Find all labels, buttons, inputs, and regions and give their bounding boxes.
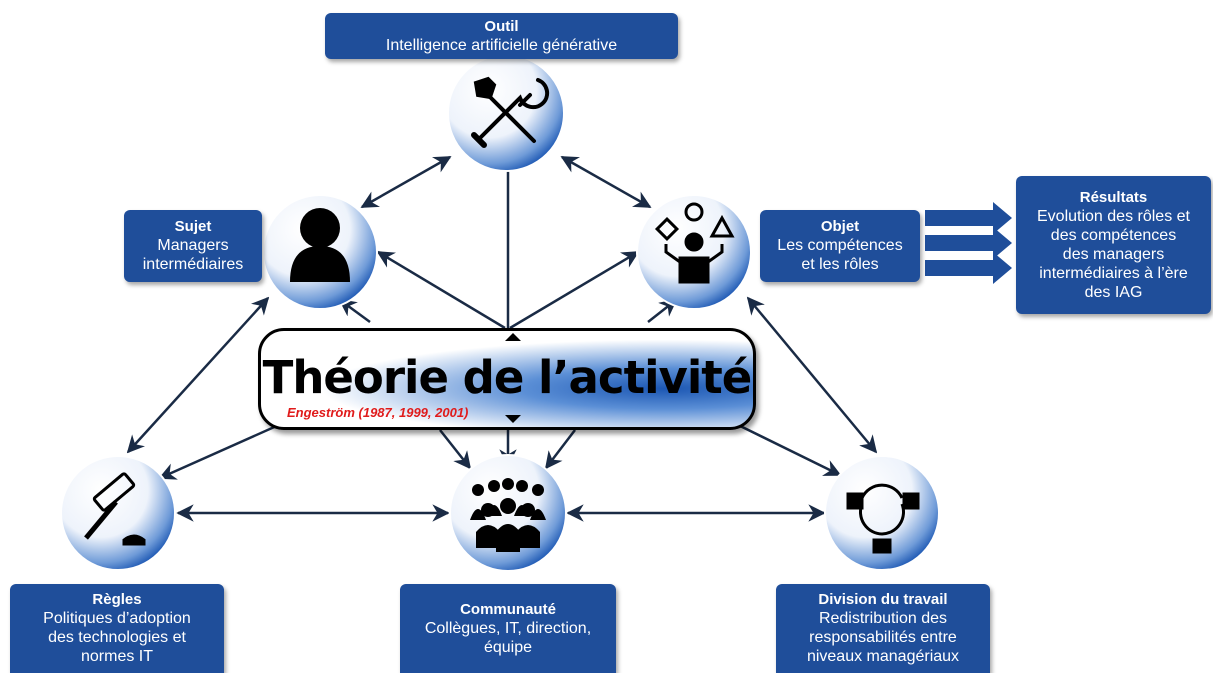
arrow-center-regles [158,418,291,480]
sujet-line-2: intermédiaires [142,256,244,273]
title-box: Théorie de l’activité Engeström (1987, 1… [258,328,756,430]
juggler-icon [654,202,735,284]
diagram-title: Théorie de l’activité [262,351,753,404]
division-line-2: responsabilités entre [809,629,957,646]
resultats-title: Résultats [1079,188,1148,206]
resultats-line-1: Evolution des rôles et [1037,207,1190,225]
arrow-center-objet [509,250,640,330]
sujet-box: Sujet Managers intermédiaires [124,210,262,282]
communaute-line-2: équipe [483,638,533,656]
arrow-outil-objet [560,155,652,209]
reference: Engeström (1987, 1999, 2001) [287,405,469,420]
objet-line-2: et les rôles [801,256,879,273]
regles-title: Règles [92,591,142,608]
arrow-center-communaute-3 [544,429,576,470]
objet-line-1: Les compétences [777,237,903,254]
node-circles [60,54,940,572]
circle-objet [636,194,752,310]
resultats-line-5: des IAG [1084,283,1143,301]
person-icon [290,208,350,282]
division-line-3: niveaux managériaux [806,648,960,665]
regles-line-3: normes IT [80,648,153,665]
communaute-title: Communauté [460,600,556,618]
arrow-center-communaute-2 [439,429,472,470]
objet-title: Objet [820,218,860,235]
resultats-line-2: des compétences [1050,226,1177,244]
division-line-1: Redistribution des [818,610,948,627]
division-title: Division du travail [818,591,948,608]
regles-line-1: Politiques d’adoption [43,610,191,627]
communaute-box: Communauté Collègues, IT, direction, équ… [400,584,616,673]
objet-box: Objet Les compétences et les rôles [760,210,920,282]
regles-box: Règles Politiques d’adoption des technol… [10,584,224,673]
arrow-center-sujet [376,250,506,330]
sujet-title: Sujet [174,218,212,235]
circle-regles [60,455,176,571]
resultats-line-4: intermédiaires à l’ère [1039,264,1188,282]
result-arrow-3 [925,252,1012,284]
regles-line-2: des technologies et [48,629,186,646]
result-arrow-2 [925,227,1012,259]
result-arrow-1 [925,202,1012,234]
arrow-center-division [727,418,842,477]
communaute-line-1: Collègues, IT, direction, [424,619,592,637]
result-arrows [925,202,1012,284]
crowd-icon [470,478,546,552]
arrow-sujet-regles [126,296,270,454]
outil-line-1: Intelligence artificielle générative [385,36,618,54]
handshake-pie-icon [846,483,920,554]
resultats-line-3: des managers [1062,245,1165,263]
title-markers [505,333,521,423]
arrow-sujet-outil [360,155,452,209]
tools-icon [471,76,550,148]
circle-division [824,455,940,571]
outil-box: Outil Intelligence artificielle générati… [325,13,678,59]
division-box: Division du travail Redistribution des r… [776,584,990,673]
connectors [126,150,878,522]
gavel-icon [84,472,146,546]
arrow-objet-division [746,296,878,454]
sujet-line-1: Managers [157,237,229,254]
resultats-box: Résultats Evolution des rôles et des com… [1016,176,1211,314]
outil-title: Outil [484,17,519,35]
